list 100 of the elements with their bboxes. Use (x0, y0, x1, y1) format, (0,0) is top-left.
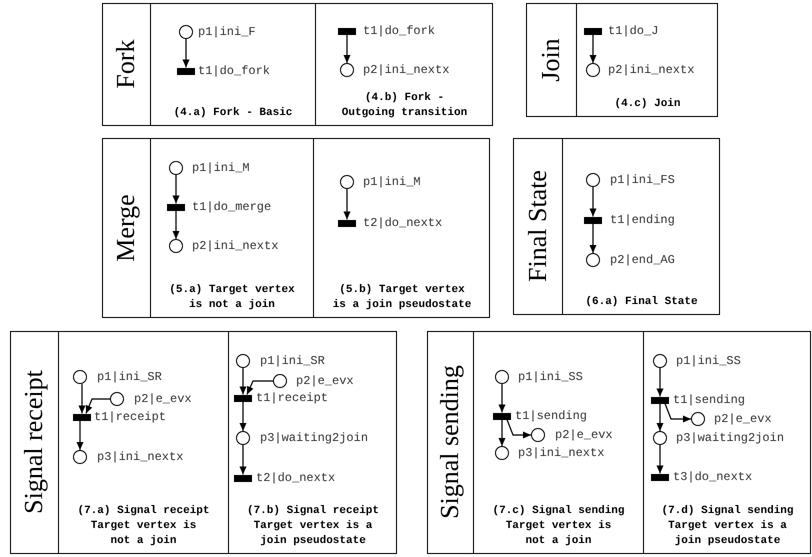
place-label: p2|e_evx (296, 374, 354, 388)
place-label: p1|ini_F (198, 25, 256, 39)
transition-label: t1|sending (515, 409, 588, 423)
place-circle (73, 450, 87, 464)
place-circle (691, 412, 705, 426)
transition-label: t1|do_J (608, 24, 658, 38)
row-heading: Final State (523, 170, 553, 282)
place-label: p3|ini_nextx (97, 450, 184, 464)
place-label: p2|ini_nextx (192, 239, 278, 253)
figure-caption: (4.a) Fork - Basic (172, 106, 294, 121)
row-heading: Fork (111, 39, 141, 89)
diagram-frame (102, 3, 493, 126)
row-heading: Join (536, 38, 566, 82)
place-label: p2|e_evx (714, 412, 772, 426)
transition-bar (493, 412, 511, 420)
transition-bar (234, 474, 252, 482)
place-label: p2|ini_nextx (608, 63, 694, 77)
transition-label: t1|do_fork (198, 64, 270, 78)
figure-caption: (5.a) Target vertex is not a join (168, 283, 296, 313)
place-circle (586, 173, 600, 187)
place-circle (653, 431, 667, 445)
transition-bar (584, 28, 602, 34)
transition-bar (177, 68, 195, 74)
place-label: p3|ini_nextx (518, 446, 604, 460)
place-circle (273, 374, 287, 388)
figure-caption: Target vertex is not a join (504, 519, 612, 549)
row-heading: Signal sending (435, 365, 465, 519)
place-label: p1|ini_FS (610, 173, 675, 187)
row-heading: Merge (111, 194, 141, 262)
arrow (498, 384, 506, 412)
place-label: p1|ini_SR (260, 354, 325, 368)
figure-caption: (7.a) Signal receipt (76, 504, 211, 519)
arrow (344, 189, 350, 220)
transition-label: t2|do_nextx (256, 471, 336, 485)
place-label: p3|waiting2join (260, 431, 368, 445)
place-circle (531, 428, 545, 442)
place-label: p1|ini_M (192, 161, 250, 175)
transition-label: t1|receipt (94, 410, 166, 424)
arrow (590, 224, 596, 253)
place-circle (495, 446, 509, 460)
place-circle (169, 239, 183, 253)
place-circle (340, 175, 354, 189)
place-circle (110, 392, 124, 406)
diagram-frame (102, 138, 490, 318)
place-label: p3|waiting2join (676, 431, 784, 445)
place-circle (73, 370, 87, 384)
arrow (664, 403, 691, 422)
transition-bar (338, 220, 356, 226)
arrow (498, 420, 506, 446)
arrow (656, 404, 664, 431)
transition-label: t1|receipt (256, 391, 328, 405)
figure-caption: Target vertex is not a join (90, 519, 198, 549)
transition-bar (73, 414, 91, 420)
place-label: p2|end_AG (610, 253, 675, 267)
row-heading: Signal receipt (19, 370, 49, 514)
arrow (240, 402, 246, 431)
place-circle (586, 253, 600, 267)
transition-bar (338, 28, 356, 34)
transition-label: t2|do_nextx (363, 216, 442, 230)
arrow (506, 419, 531, 438)
arrow (590, 187, 596, 216)
place-label: p2|ini_nextx (363, 63, 450, 77)
figure-caption: Target vertex is a join pseudostate (252, 519, 374, 549)
arrow (172, 175, 180, 204)
transition-label: t1|ending (610, 213, 675, 227)
figure-caption: (4.b) Fork - Outgoing transition (340, 91, 468, 121)
figure-caption: (7.b) Signal receipt (246, 504, 380, 519)
arrow (240, 368, 246, 394)
diagram-frame (526, 3, 718, 117)
figure-caption: (7.d) Signal sending (660, 504, 795, 519)
place-circle (495, 370, 509, 384)
transition-label: t1|do_fork (363, 24, 436, 38)
transition-bar (651, 474, 669, 480)
transition-label: t1|do_merge (192, 200, 272, 214)
figure-caption: (4.c) Join (613, 97, 682, 112)
place-label: p1|ini_SR (97, 370, 162, 384)
arrow (172, 210, 180, 239)
arrow (656, 368, 664, 396)
arrow (246, 380, 273, 395)
place-label: p1|ini_SS (518, 370, 583, 384)
diagram-frame (427, 331, 811, 554)
place-circle (340, 63, 354, 77)
figure-caption: (6.a) Final State (584, 295, 699, 310)
transition-label: t3|do_nextx (673, 470, 752, 484)
arrow (240, 445, 246, 474)
arrow (76, 420, 84, 450)
place-circle (169, 161, 183, 175)
arrow (656, 445, 664, 474)
arrow (78, 384, 86, 414)
transition-bar (651, 396, 669, 404)
place-label: p2|e_evx (555, 428, 613, 442)
diagram-frame (10, 331, 397, 554)
place-label: p1|ini_SS (676, 354, 741, 368)
place-circle (179, 25, 193, 39)
place-circle (236, 354, 250, 368)
figure-caption: (7.c) Signal sending (491, 504, 626, 519)
arrow (590, 34, 596, 63)
arrow (182, 39, 190, 68)
transition-bar (167, 204, 185, 210)
figure-caption: (5.b) Target vertex is a join pseudostate (332, 283, 472, 313)
